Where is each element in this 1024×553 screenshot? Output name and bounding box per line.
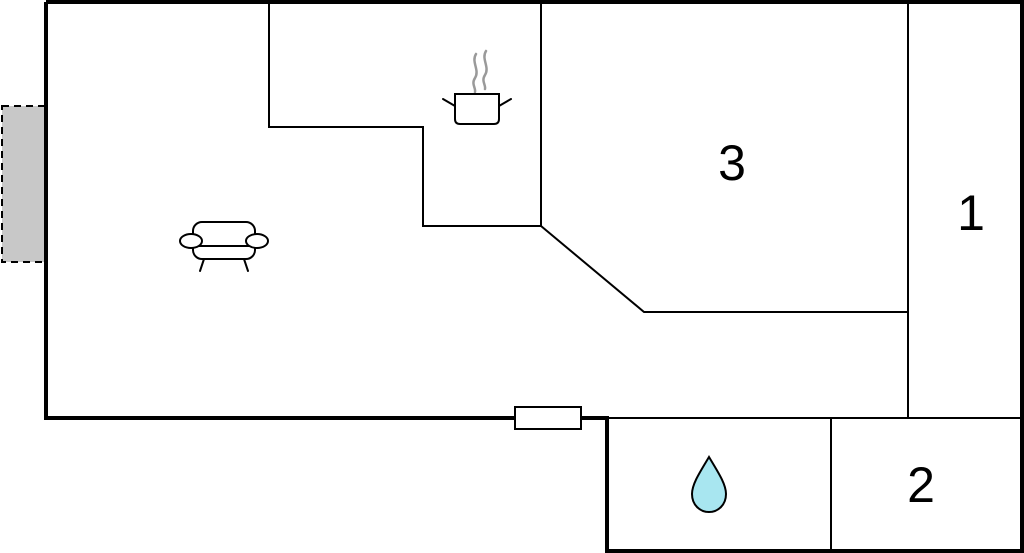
bedroom-3-wall	[540, 225, 908, 313]
room-1-label: 1	[957, 185, 985, 241]
balcony-area	[1, 105, 47, 263]
sofa-icon	[179, 221, 269, 272]
kitchen-wall	[268, 4, 542, 227]
room-3-label: 3	[718, 135, 746, 191]
entrance-door	[514, 406, 582, 430]
water-drop-icon	[690, 455, 728, 514]
outer-wall	[44, 0, 1024, 553]
room-2-label: 2	[907, 457, 935, 513]
cooking-pot-icon	[442, 49, 512, 125]
